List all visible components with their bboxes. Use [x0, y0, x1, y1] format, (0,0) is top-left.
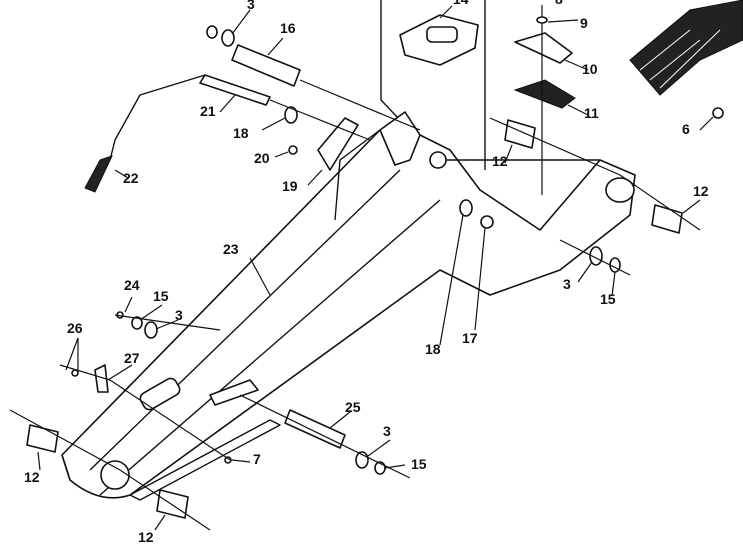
callout-26: 26 — [67, 320, 83, 336]
callout-14: 14 — [453, 0, 469, 7]
callout-12: 12 — [138, 529, 154, 545]
hose — [629, 0, 743, 96]
bushing-12-top — [504, 119, 536, 149]
boom-arm-edge — [61, 129, 600, 496]
callout-15: 15 — [153, 288, 169, 304]
callout-12: 12 — [693, 183, 709, 199]
part-10-plate — [514, 32, 573, 64]
pivot-bore-front — [100, 460, 130, 490]
callout-24: 24 — [124, 277, 140, 293]
callout-27: 27 — [124, 350, 140, 366]
callout-3: 3 — [247, 0, 255, 12]
ring-15-left — [131, 316, 143, 330]
callout-11: 11 — [584, 105, 599, 121]
callout-7: 7 — [253, 451, 261, 467]
callout-25: 25 — [345, 399, 361, 415]
callout-12: 12 — [24, 469, 40, 485]
link-bracket — [209, 379, 259, 406]
bushing-12-right — [651, 204, 683, 234]
callout-16: 16 — [280, 20, 296, 36]
part-16-pin — [231, 44, 301, 87]
pivot-bore-top — [429, 151, 447, 169]
callout-22: 22 — [123, 170, 139, 186]
callout-10: 10 — [582, 61, 598, 77]
callout-18: 18 — [233, 125, 249, 141]
callout-15: 15 — [600, 291, 616, 307]
frame-line — [380, 0, 486, 170]
hose-texture — [639, 29, 721, 89]
callout-8: 8 — [555, 0, 563, 7]
screw-7 — [224, 456, 232, 464]
part-18-washer-top — [284, 106, 298, 124]
part-22-lever — [109, 74, 206, 161]
callout-3: 3 — [383, 423, 391, 439]
part-11-pad — [513, 79, 576, 109]
part-21-bolt — [199, 74, 271, 106]
washer-18-mid — [459, 199, 473, 217]
boom-skid — [129, 419, 281, 501]
callout-18: 18 — [425, 341, 441, 357]
callout-20: 20 — [254, 150, 270, 166]
callout-15: 15 — [411, 456, 427, 472]
part-22-grip — [84, 155, 113, 193]
callout-23: 23 — [223, 241, 239, 257]
part-20-screw — [288, 145, 298, 155]
callout-3: 3 — [563, 276, 571, 292]
part-2-ring-top — [206, 25, 218, 39]
part-8-9-washers — [536, 16, 548, 24]
part-14-slot — [426, 26, 458, 43]
washer-3-right — [589, 246, 603, 266]
bushing-12-bottom — [156, 489, 189, 519]
part-6-clip — [712, 107, 724, 119]
callout-3: 3 — [175, 307, 183, 323]
callout-21: 21 — [200, 103, 216, 119]
boom-slot — [139, 377, 181, 411]
part-26-fastener — [71, 369, 79, 377]
washer-3-left — [144, 321, 158, 339]
nut-17 — [480, 215, 494, 229]
part-27-clip — [94, 364, 109, 393]
pivot-bore-rear — [605, 177, 635, 203]
part-3-washer-top — [221, 29, 235, 47]
callout-17: 17 — [462, 330, 478, 346]
callout-6: 6 — [682, 121, 690, 137]
callout-9: 9 — [580, 15, 588, 31]
bushing-12-left — [26, 424, 59, 453]
assembly-axis-lines — [9, 79, 701, 531]
callout-12: 12 — [492, 153, 508, 169]
callout-19: 19 — [282, 178, 298, 194]
leader-lines — [37, 5, 714, 531]
